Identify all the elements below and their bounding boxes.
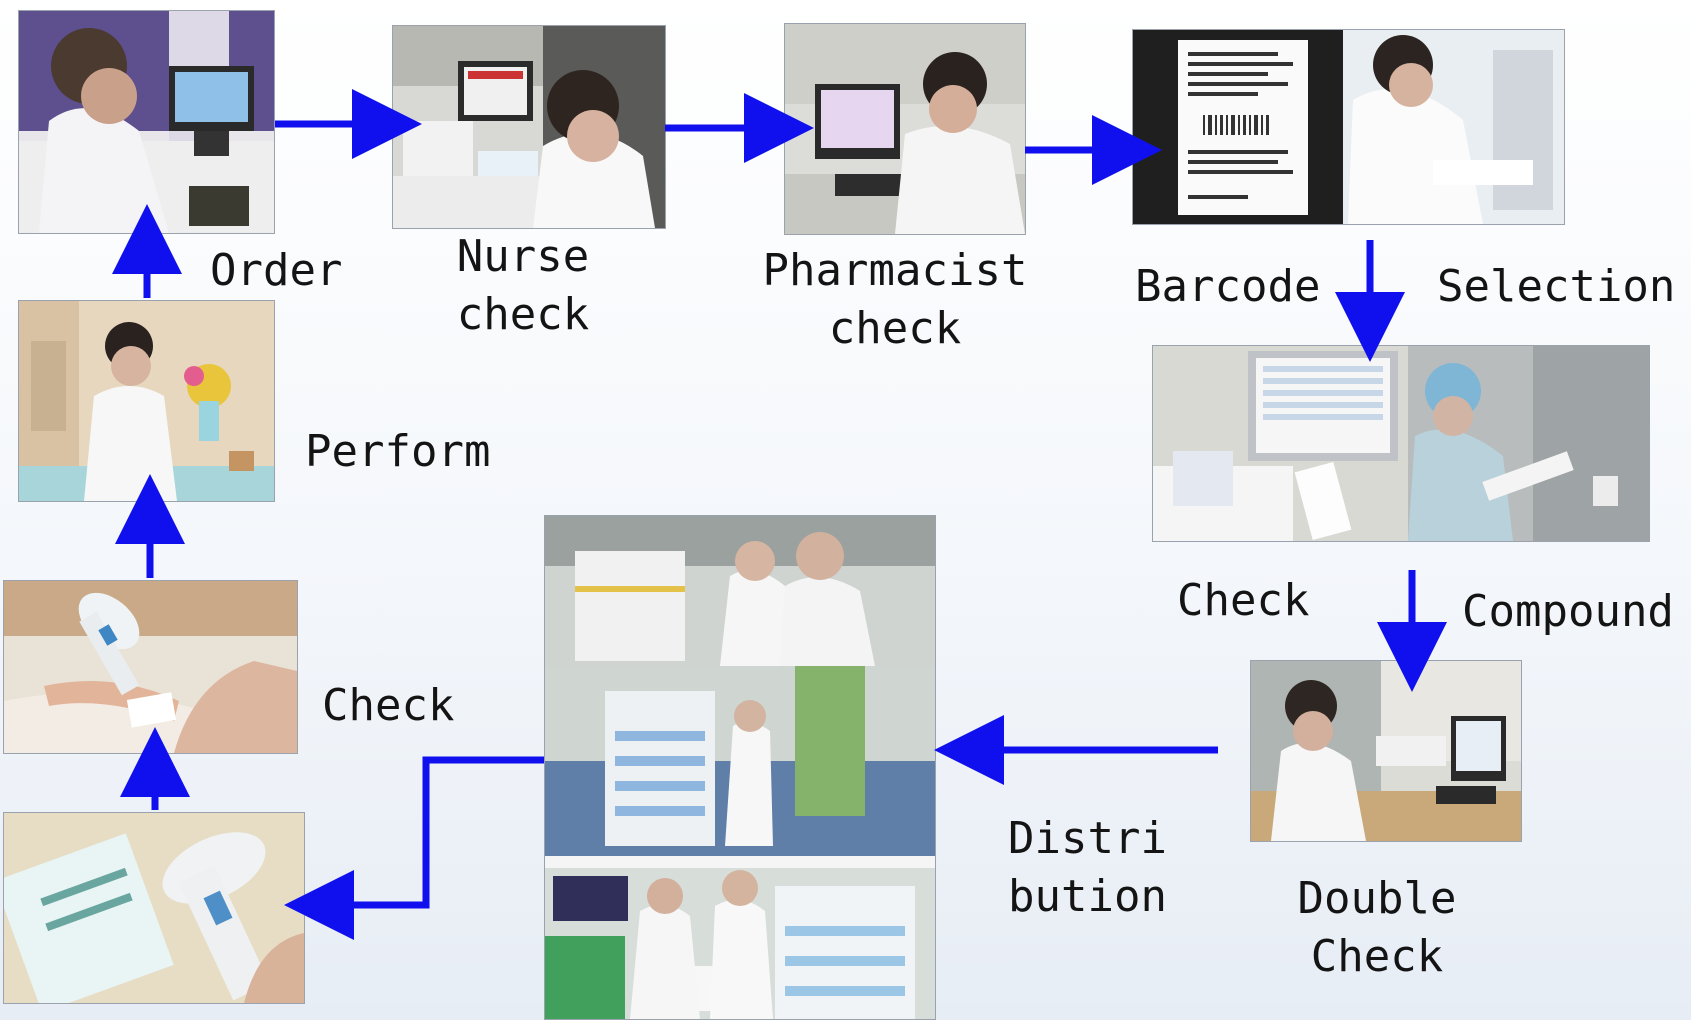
label-check-left: Check <box>322 680 455 731</box>
barcode-selection-photo <box>1132 29 1565 225</box>
label-barcode: Barcode <box>1135 261 1321 312</box>
label-selection: Selection <box>1437 261 1676 312</box>
label-distribution: Distri bution <box>1008 810 1167 926</box>
label-nurse-check-line1: Nurse <box>456 231 590 282</box>
pharmacist-check-photo <box>784 23 1026 235</box>
arrow-distribution-to-scan <box>284 756 544 940</box>
order-photo <box>18 10 275 234</box>
label-double-check-line2: Check <box>1310 931 1444 982</box>
label-distribution-line1: Distri <box>1008 813 1167 864</box>
distribution-photo <box>544 515 936 1020</box>
scan-wristband-photo <box>3 580 298 754</box>
label-pharmacist-check: Pharmacist check <box>750 242 1040 358</box>
nurse-check-photo <box>392 25 666 229</box>
label-pharmacist-check-line2: check <box>828 303 962 354</box>
label-nurse-check: Nurse check <box>418 228 628 344</box>
label-order: Order <box>210 245 343 296</box>
label-distribution-line2: bution <box>1008 871 1167 922</box>
label-perform: Perform <box>305 426 491 477</box>
label-nurse-check-line2: check <box>456 289 590 340</box>
label-double-check: Double Check <box>1262 870 1492 986</box>
check-compound-photo <box>1152 345 1650 542</box>
label-double-check-line1: Double <box>1297 873 1457 924</box>
perform-photo <box>18 300 275 502</box>
label-check-right: Check <box>1177 575 1310 626</box>
label-pharmacist-check-line1: Pharmacist <box>762 245 1028 296</box>
label-compound: Compound <box>1462 586 1674 637</box>
scan-bag-photo <box>3 812 305 1004</box>
